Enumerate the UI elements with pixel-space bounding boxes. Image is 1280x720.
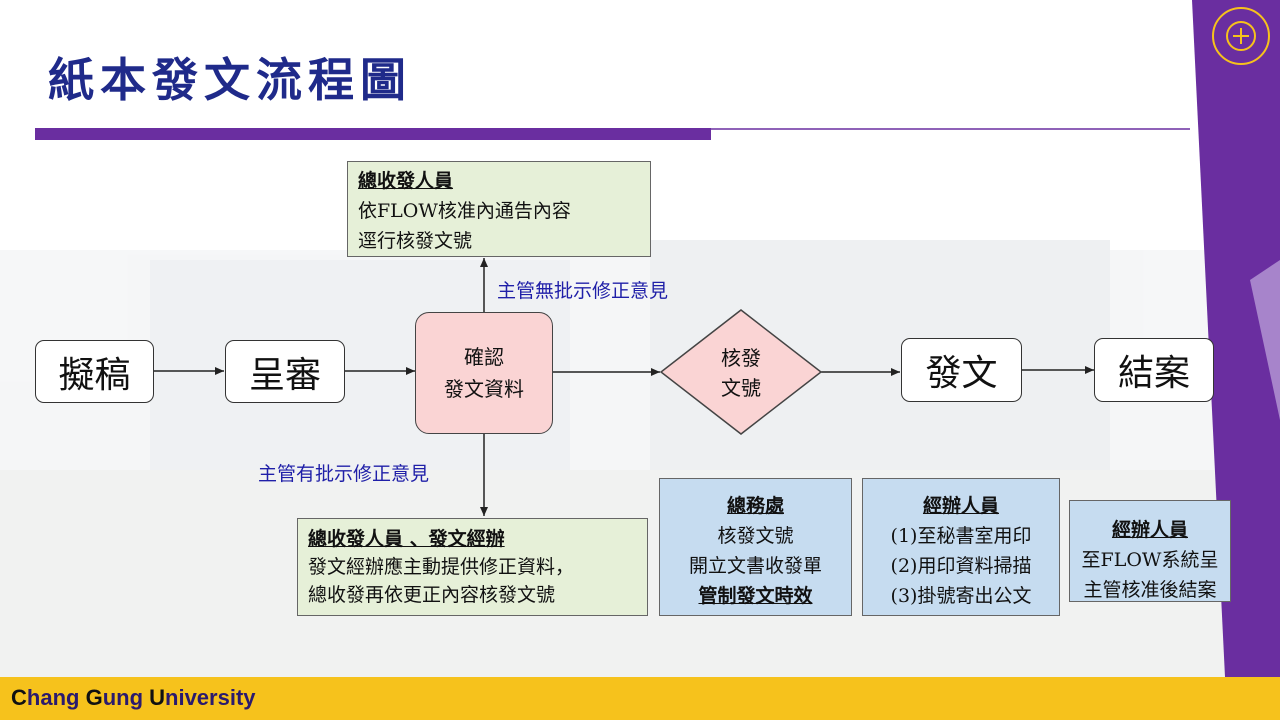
- info-box-handler-2-line: 至FLOW系統呈: [1081, 549, 1219, 571]
- info-box-handler-2-line: 主管核准後結案: [1083, 579, 1217, 601]
- info-box-top-header: 總收發人員: [358, 170, 454, 192]
- info-box-general-affairs-emphasis: 管制發文時效: [698, 585, 813, 607]
- footer-letter: G: [85, 685, 103, 710]
- node-dispatch: 發文: [901, 338, 1022, 402]
- info-box-bottom-left-header: 總收發人員 、發文經辦: [308, 528, 505, 550]
- purple-band: [1192, 0, 1280, 677]
- node-check-line2: 文號: [721, 376, 761, 400]
- page-title: 紙本發文流程圖: [48, 53, 412, 107]
- info-box-handler-2: 經辦人員 至FLOW系統呈 主管核准後結案: [1069, 500, 1231, 602]
- purple-band-light: [1250, 260, 1280, 420]
- university-logo-icon: [1212, 7, 1270, 65]
- info-box-handler-1-line: (1)至秘書室用印: [890, 525, 1032, 547]
- node-check-line1: 核發: [721, 346, 761, 370]
- info-box-general-affairs-line: 開立文書收發單: [688, 555, 822, 577]
- edge-label-has-revision: 主管有批示修正意見: [258, 463, 430, 485]
- footer-word: hang: [26, 685, 86, 710]
- footer-letter: U: [149, 685, 166, 710]
- title-underline-bold: [35, 128, 711, 140]
- info-box-handler-1-header: 經辦人員: [922, 495, 999, 517]
- info-box-top-line: 逕行核發文號: [358, 230, 473, 252]
- info-box-top-line: 依FLOW核准內通告內容: [358, 200, 571, 222]
- info-box-bottom-left-line: 發文經辦應主動提供修正資料，: [308, 556, 575, 578]
- footer-letter: C: [11, 685, 27, 710]
- footer-word: ung: [102, 685, 150, 710]
- info-box-handler-1-line: (3)掛號寄出公文: [890, 585, 1032, 607]
- node-confirm-line1: 確認: [464, 345, 504, 369]
- node-confirm: 確認 發文資料: [415, 312, 553, 434]
- node-submit: 呈審: [225, 340, 345, 403]
- footer-bar: Chang Gung University: [0, 677, 1280, 720]
- info-box-handler-1-line: (2)用印資料掃描: [890, 555, 1032, 577]
- node-confirm-line2: 發文資料: [444, 377, 524, 401]
- info-box-bottom-left: 總收發人員 、發文經辦 發文經辦應主動提供修正資料， 總收發再依更正內容核發文號: [297, 518, 648, 616]
- node-close: 結案: [1094, 338, 1214, 402]
- info-box-bottom-left-line: 總收發再依更正內容核發文號: [308, 584, 556, 606]
- info-box-general-affairs-header: 總務處: [726, 495, 784, 517]
- info-box-handler-1: 經辦人員 (1)至秘書室用印 (2)用印資料掃描 (3)掛號寄出公文: [862, 478, 1060, 616]
- node-check-label: 核發 文號: [701, 343, 781, 403]
- info-box-general-affairs-line: 核發文號: [717, 525, 794, 547]
- info-box-top: 總收發人員 依FLOW核准內通告內容 逕行核發文號: [347, 161, 651, 257]
- footer-university-name: Chang Gung University: [11, 685, 256, 711]
- edge-label-no-revision: 主管無批示修正意見: [497, 280, 669, 302]
- info-box-general-affairs: 總務處 核發文號 開立文書收發單 管制發文時效: [659, 478, 852, 616]
- info-box-handler-2-header: 經辦人員: [1111, 519, 1188, 541]
- footer-word: niversity: [165, 685, 256, 710]
- check-number-diamond: [659, 309, 823, 435]
- node-draft: 擬稿: [35, 340, 154, 403]
